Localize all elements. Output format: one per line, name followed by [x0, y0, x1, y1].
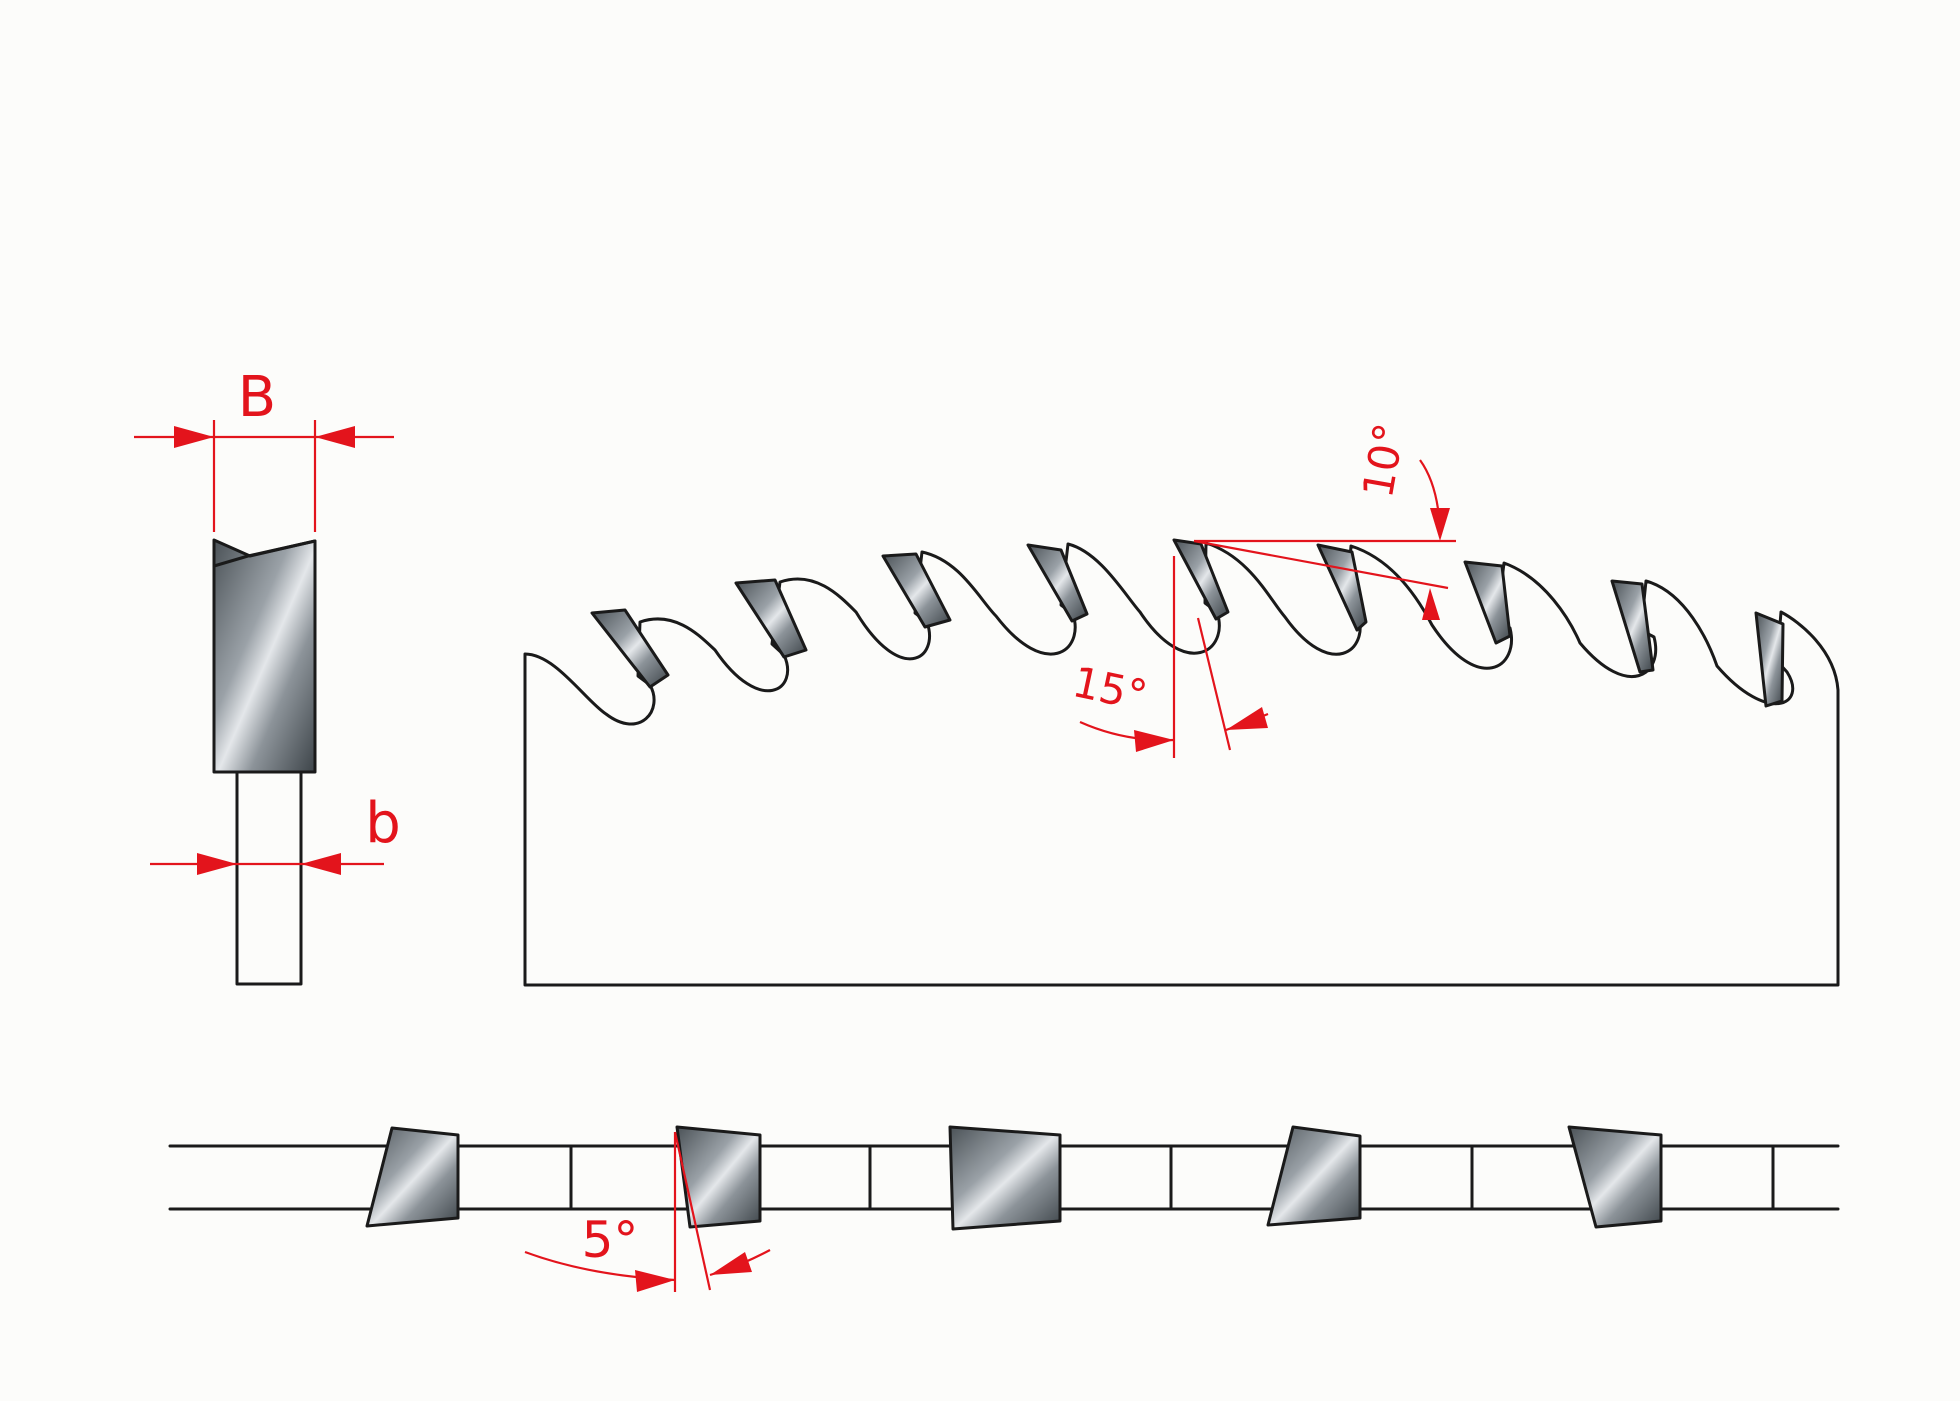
angle-5-annotation: 5° — [524, 1131, 771, 1292]
tooth-section — [212, 538, 317, 774]
top-view-teeth — [365, 1125, 1663, 1231]
profile-teeth — [590, 538, 1785, 708]
top-tooth — [948, 1125, 1062, 1231]
profile-tooth — [1610, 579, 1655, 674]
profile-tooth — [734, 578, 808, 659]
cross-section-view: B b — [134, 365, 401, 986]
dimension-b-label: b — [365, 791, 401, 856]
profile-tooth — [1026, 543, 1089, 623]
angle-10-annotation: 10° — [1193, 420, 1456, 620]
top-tooth — [1266, 1125, 1362, 1227]
profile-tooth — [590, 608, 670, 689]
blade-profile-view: 15° 10° — [523, 420, 1840, 987]
dimension-B-label: B — [238, 365, 276, 430]
profile-tooth — [1316, 543, 1368, 632]
top-tooth — [365, 1126, 460, 1228]
tooth-section-bevel — [212, 539, 317, 568]
angle-15-annotation: 15° — [1069, 556, 1269, 758]
dimension-b: b — [150, 791, 401, 875]
top-tooth — [1567, 1125, 1663, 1229]
angle-15-label: 15° — [1069, 657, 1152, 720]
dimension-B: B — [134, 365, 394, 532]
blade-body-section — [235, 770, 303, 986]
angle-5-label: 5° — [582, 1211, 639, 1269]
angle-10-label: 10° — [1353, 420, 1414, 502]
top-view: 5° — [168, 1125, 1840, 1292]
profile-tooth — [881, 552, 952, 629]
top-tooth — [675, 1125, 762, 1229]
profile-tooth — [1172, 538, 1230, 621]
top-view-dividers — [569, 1144, 1775, 1211]
blade-profile-outline — [523, 541, 1840, 987]
profile-tooth — [1463, 560, 1512, 645]
profile-tooth — [1754, 611, 1785, 708]
